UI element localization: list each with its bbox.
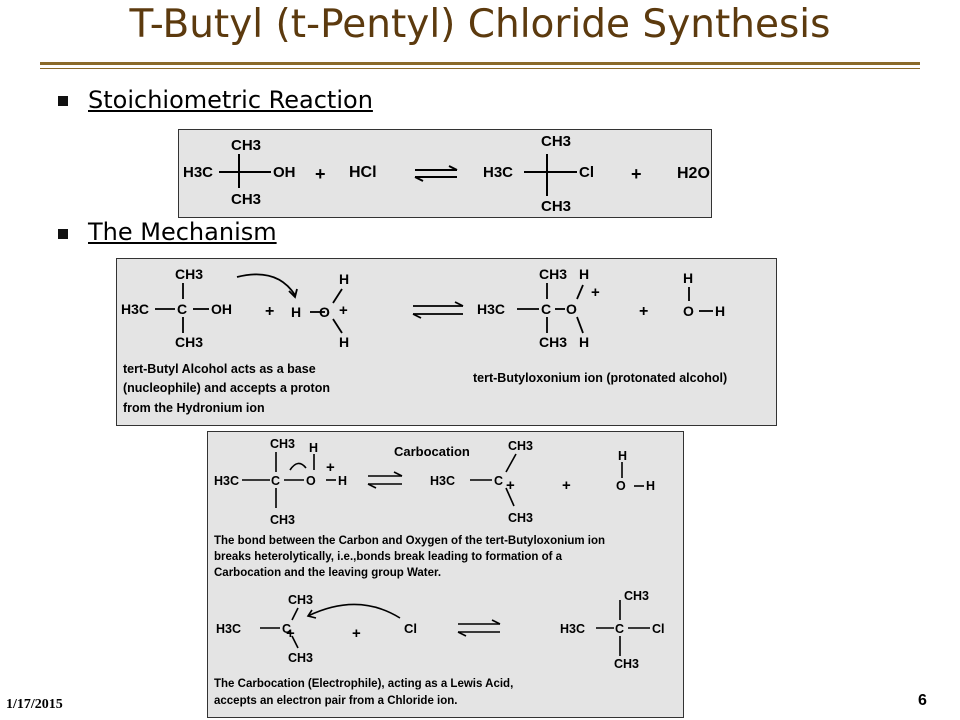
hydrogen-label: H [339, 271, 349, 287]
chlorine-label: Cl [652, 622, 665, 636]
caption-line: tert-Butyloxonium ion (protonated alcoho… [473, 371, 727, 385]
title-rule-thin [40, 68, 920, 69]
caption-line: from the Hydronium ion [123, 401, 265, 415]
oxygen-label: O [566, 301, 577, 317]
methyl-label: CH3 [539, 334, 567, 350]
carbon-label: C [177, 301, 187, 317]
hydrogen-label: H [579, 334, 589, 350]
methyl-label: H3C [121, 301, 149, 317]
bullet-mechanism[interactable]: The Mechanism [88, 218, 277, 246]
methyl-label: CH3 [541, 133, 571, 150]
methyl-label: CH3 [508, 511, 533, 525]
carbon-label: C [494, 474, 503, 488]
oxygen-label: O [319, 304, 330, 320]
hydroxyl-label: OH [211, 301, 232, 317]
water-label: H2O [677, 165, 710, 182]
hydroxyl-label: OH [273, 164, 296, 181]
carbon-label: C [271, 474, 280, 488]
plus-sign: + [506, 477, 515, 494]
title-rule [40, 62, 920, 65]
plus-sign: + [352, 625, 361, 642]
bullet-marker [58, 96, 68, 106]
plus-sign: + [286, 625, 295, 642]
hydrogen-label: H [339, 334, 349, 350]
plus-sign: + [562, 477, 571, 494]
stoichiometric-reaction-diagram: CH3 H3C OH CH3 + HCl CH3 H3C Cl CH3 + H2… [183, 133, 710, 215]
carbon-label: C [282, 622, 291, 636]
methyl-label: H3C [483, 164, 513, 181]
methyl-label: CH3 [231, 191, 261, 208]
methyl-label: H3C [183, 164, 213, 181]
caption-line: (nucleophile) and accepts a proton [123, 381, 330, 395]
caption-line: Carbocation and the leaving group Water. [214, 567, 441, 579]
protonation-step-panel: CH3 H3C C OH CH3 + H O + H H CH3 H3C C O… [116, 258, 777, 426]
methyl-label: CH3 [624, 589, 649, 603]
plus-sign: + [326, 459, 335, 476]
carbocation-label: Carbocation [394, 444, 470, 459]
hcl-label: HCl [349, 164, 377, 181]
bullet-stoichiometric[interactable]: Stoichiometric Reaction [88, 86, 373, 114]
hydrogen-label: H [715, 303, 725, 319]
methyl-label: CH3 [508, 439, 533, 453]
methyl-label: CH3 [541, 198, 571, 215]
caption-line: tert-Butyl Alcohol acts as a base [123, 362, 316, 376]
methyl-label: H3C [216, 622, 241, 636]
methyl-label: CH3 [175, 334, 203, 350]
hydrogen-label: H [646, 479, 655, 493]
slide-title: T-Butyl (t-Pentyl) Chloride Synthesis [129, 2, 831, 47]
plus-sign: + [631, 164, 642, 184]
hydrogen-label: H [338, 474, 347, 488]
methyl-label: CH3 [614, 657, 639, 671]
carbocation-step-diagram: CH3 H3C C O H H + CH3 Carbocation CH3 H3… [214, 437, 665, 707]
caption-line: accepts an electron pair from a Chloride… [214, 695, 457, 707]
hydrogen-label: H [309, 441, 318, 455]
chloride-label: Cl [404, 621, 417, 636]
footer-date: 1/17/2015 [6, 697, 63, 712]
plus-sign: + [639, 303, 648, 320]
methyl-label: H3C [477, 301, 505, 317]
hydrogen-label: H [291, 304, 301, 320]
oxygen-label: O [683, 303, 694, 319]
methyl-label: H3C [214, 474, 239, 488]
methyl-label: CH3 [175, 266, 203, 282]
methyl-label: CH3 [288, 651, 313, 665]
caption-line: breaks heterolytically, i.e.,bonds break… [214, 551, 563, 563]
carbocation-step-panel: CH3 H3C C O H H + CH3 Carbocation CH3 H3… [207, 431, 684, 718]
methyl-label: CH3 [288, 593, 313, 607]
methyl-label: CH3 [270, 437, 295, 451]
methyl-label: H3C [430, 474, 455, 488]
oxygen-label: O [306, 474, 316, 488]
methyl-label: H3C [560, 622, 585, 636]
hydrogen-label: H [579, 266, 589, 282]
caption-line: The bond between the Carbon and Oxygen o… [214, 535, 605, 547]
methyl-label: CH3 [539, 266, 567, 282]
methyl-label: CH3 [231, 137, 261, 154]
protonation-step-diagram: CH3 H3C C OH CH3 + H O + H H CH3 H3C C O… [121, 266, 727, 415]
stoichiometric-reaction-panel: CH3 H3C OH CH3 + HCl CH3 H3C Cl CH3 + H2… [178, 129, 712, 218]
bullet-marker [58, 229, 68, 239]
plus-sign: + [265, 303, 274, 320]
carbon-label: C [615, 622, 624, 636]
hydrogen-label: H [618, 449, 627, 463]
methyl-label: CH3 [270, 513, 295, 527]
page-number: 6 [918, 692, 927, 709]
plus-sign: + [591, 284, 600, 301]
carbon-label: C [541, 301, 551, 317]
oxygen-label: O [616, 479, 626, 493]
plus-sign: + [339, 302, 348, 319]
hydrogen-label: H [683, 270, 693, 286]
chlorine-label: Cl [579, 164, 594, 181]
plus-sign: + [315, 164, 326, 184]
caption-line: The Carbocation (Electrophile), acting a… [214, 678, 513, 690]
